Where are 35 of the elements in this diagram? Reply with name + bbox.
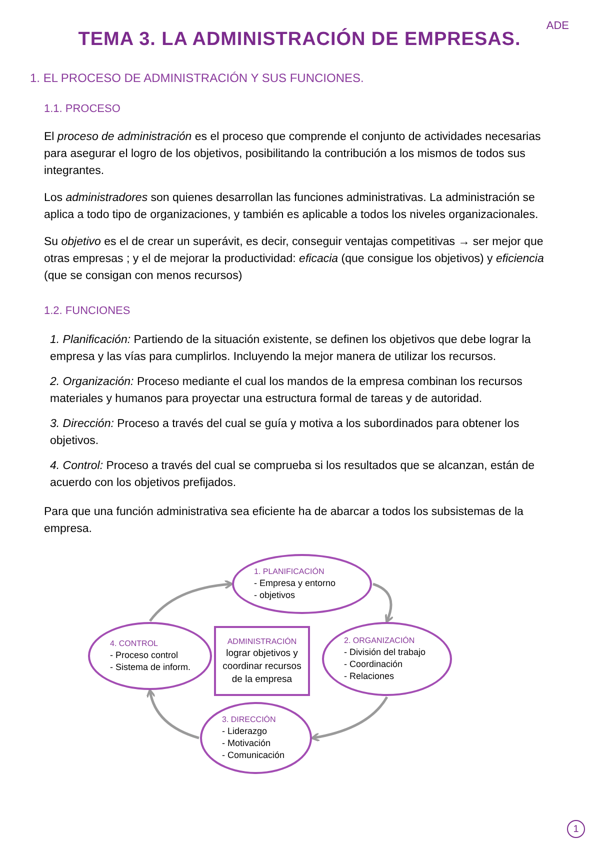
node-heading: 4. CONTROL — [110, 638, 158, 649]
function-item: 2. Organización: Proceso mediante el cual los mandos de la empresa combinan los recursos materiales y humanos para proyectar una estructura formal de tareas y de autoridad. — [50, 374, 524, 406]
function-item: 4. Control: Proceso a través del cual se comprueba si los resultados que se alcanzan, están de acuerdo con los objetivos prefijados. — [50, 458, 536, 490]
page-number: 1 — [567, 820, 585, 838]
list-item: - Motivación — [222, 737, 271, 749]
list-item: - Proceso control — [110, 649, 178, 661]
subject-tag: ADE — [546, 18, 569, 34]
list-item: - Empresa y entorno — [254, 577, 336, 589]
function-item: 1. Planificación: Partiendo de la situación existente, se definen los objetivos que debe lograr la empresa y las vías para cumplirlos. Incluyendo la mejor manera de utilizar los recursos. — [50, 332, 532, 364]
list-item: - Comunicación — [222, 749, 285, 761]
list-item: - Coordinación — [344, 658, 403, 670]
list-item: - Sistema de inform. — [110, 661, 191, 673]
node-heading: 3. DIRECCIÓN — [222, 714, 276, 725]
node-description: lograr objetivos y coordinar recursos de la empresa — [222, 646, 302, 686]
node-heading: 1. PLANIFICACIÓN — [254, 566, 324, 577]
page-title: TEMA 3. LA ADMINISTRACIÓN DE EMPRESAS. — [77, 27, 522, 52]
cycle-arrow — [311, 696, 388, 742]
list-item: - Liderazgo — [222, 725, 268, 737]
paragraph: Su objetivo es el de crear un superávit, es decir, conseguir ventajas competitivas → ser mejor que otras empresas ; y el de mejorar la productividad: eficacia (que consigue los objetivos) y eficiencia (que se consigan con menos recursos) — [44, 235, 545, 284]
cycle-arrow — [372, 582, 394, 622]
cycle-arrow — [149, 579, 233, 622]
subsection-heading: 1.1. PROCESO — [44, 102, 122, 116]
function-item: 3. Dirección: Proceso a través del cual se guía y motiva a los subordinados para obtener los objetivos. — [50, 416, 520, 448]
list-item: - Relaciones — [344, 670, 394, 682]
node-heading: ADMINISTRACIÓN — [227, 636, 297, 646]
paragraph: Los administradores son quienes desarrollan las funciones administrativas. La administración se aplica a todo tipo de organizaciones, y también es aplicable a todos los niveles organizacionales. — [44, 191, 540, 223]
list-item: - objetivos — [254, 589, 296, 601]
cycle-arrow — [146, 688, 200, 739]
section-heading: 1. EL PROCESO DE ADMINISTRACIÓN Y SUS FUNCIONES. — [30, 70, 365, 86]
node-heading: 2. ORGANIZACIÓN — [344, 635, 415, 646]
concept-box — [214, 626, 310, 696]
subsection-heading: 1.2. FUNCIONES — [44, 304, 132, 319]
paragraph: El proceso de administración es el proceso que comprende el conjunto de actividades necesarias para asegurar el logro de los objetivos, posibilitando la contribución a los mismos de todos sus integrantes. — [44, 130, 542, 179]
paragraph: Para que una función administrativa sea eficiente ha de abarcar a todos los subsistemas de la empresa. — [44, 504, 524, 536]
list-item: - División del trabajo — [344, 646, 426, 658]
